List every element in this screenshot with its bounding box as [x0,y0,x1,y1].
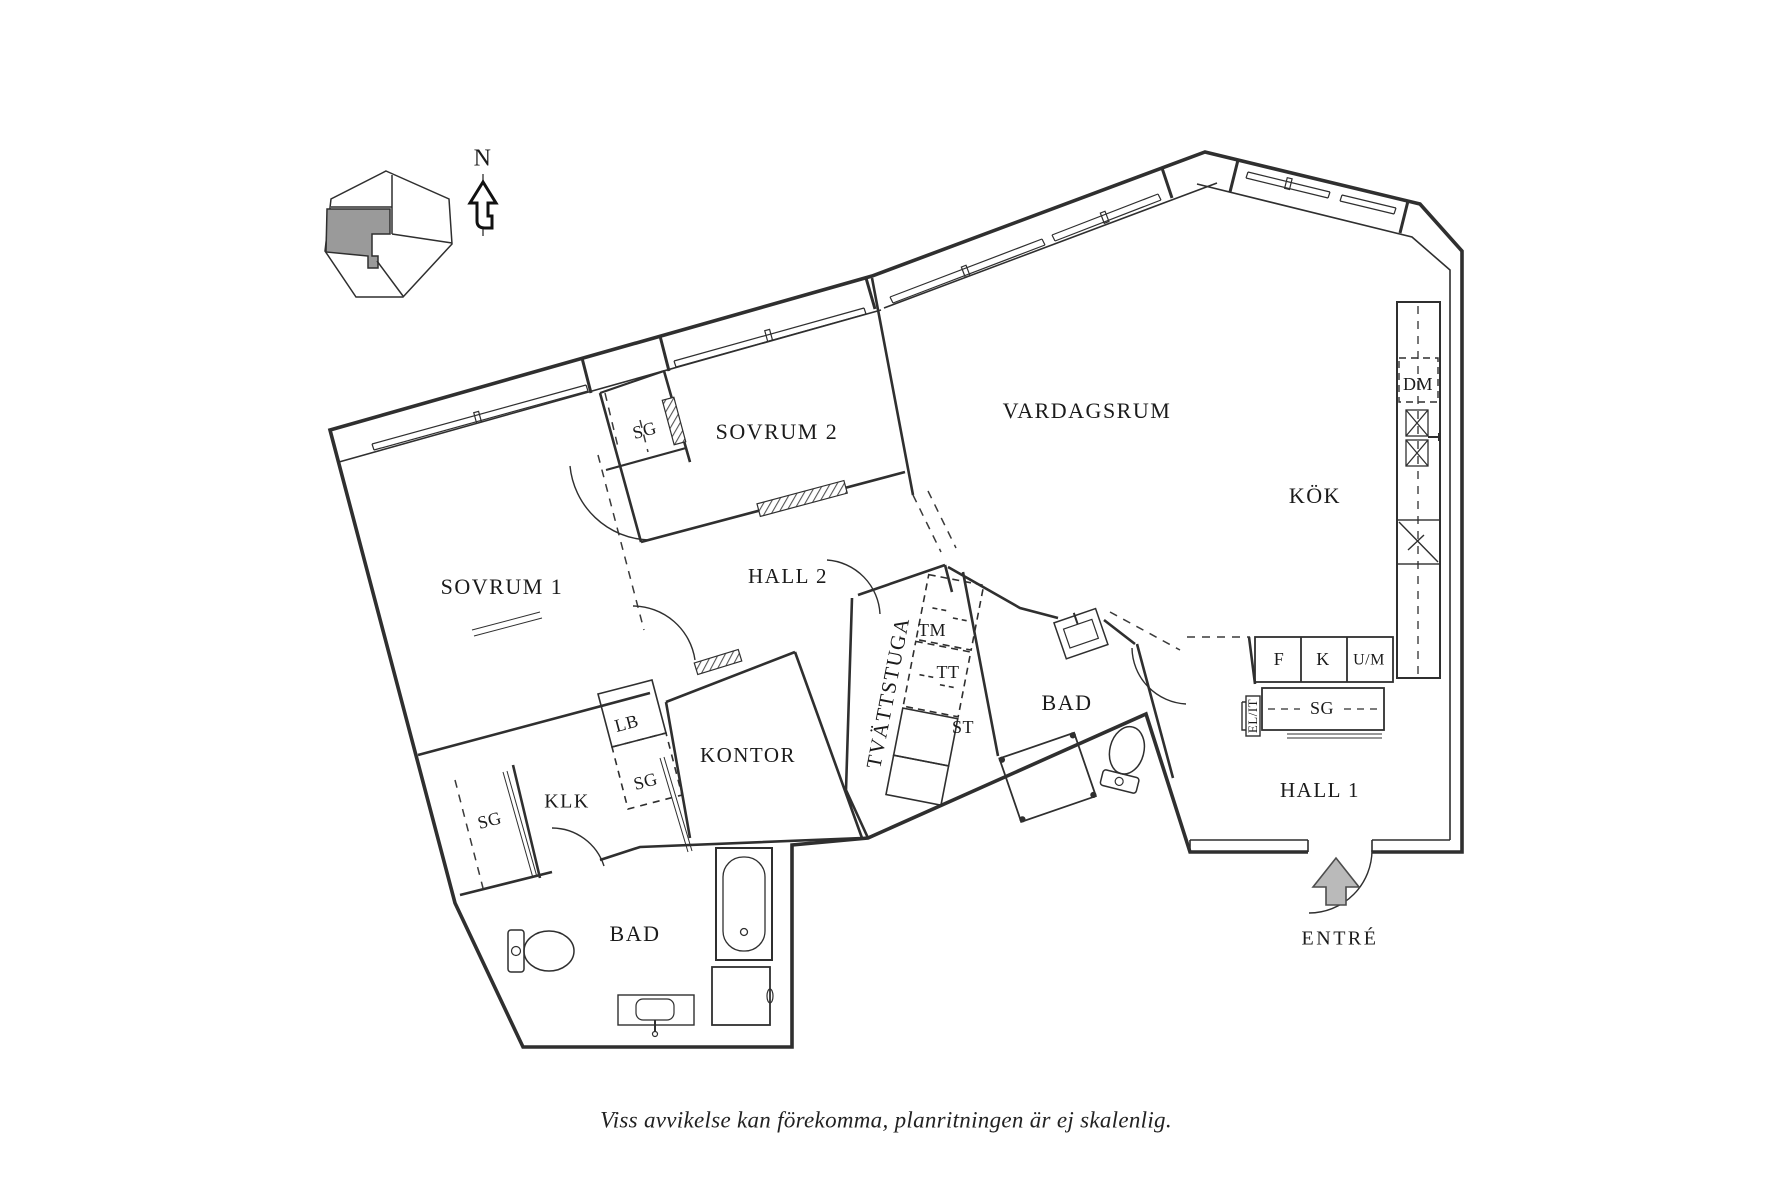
label-k: K [1316,649,1330,669]
label-bad-right: BAD [1042,690,1093,715]
kitchen-counter [1396,301,1441,679]
label-vardagsrum: VARDAGSRUM [1003,398,1172,423]
fkum-cabinets [1254,636,1394,683]
door-arc-bad-left [551,827,605,867]
hall1-wardrobe [1241,687,1385,737]
sliding-door-sg [661,396,687,446]
door-arc-tvattstuga [826,559,881,615]
label-bad-left: BAD [610,921,661,946]
label-sg-klk-left: SG [475,807,503,833]
site-dividers [331,175,453,297]
window-vardagsrum-left-1 [889,238,1046,304]
windows [371,171,1397,451]
window-sovrum1 [371,384,589,451]
wardrobe-front-lines [471,611,1382,879]
label-sg-klk-right: SG [631,768,659,794]
fkum-dividers [1300,637,1348,682]
window-vardagsrum-right-2 [1339,194,1397,215]
label-um: U/M [1353,652,1385,669]
compass-north-label: N [474,146,493,172]
bath-right-fixtures [998,607,1146,823]
sg-hall1-box [1261,687,1385,731]
label-tm: TM [918,620,946,640]
label-sg-hall1: SG [1310,698,1334,718]
fkum-outline [1254,636,1394,683]
label-lb: LB [612,710,640,736]
toilet-left-icon [507,929,575,973]
bathtub-icon [715,847,773,961]
exterior-wall-outline [327,150,1464,1049]
site-outline [324,170,453,298]
site-unit-highlight [325,208,391,269]
footer-disclaimer: Viss avvikelse kan förekomma, planritnin… [600,1107,1172,1132]
north-arrow-icon [467,179,499,230]
bath-left-fixtures [507,847,774,1038]
label-f: F [1274,649,1285,669]
dashed-openings [454,392,1250,889]
door-arcs [551,465,1373,914]
sg-top-closet-walls [599,369,692,472]
compass: N [467,146,499,236]
label-kontor: KONTOR [700,743,796,767]
door-arc-bad-right [1131,647,1187,705]
label-hall1: HALL 1 [1280,778,1360,802]
door-arc-entry [1308,849,1373,914]
label-kok: KÖK [1289,483,1341,508]
counter-outline [1396,301,1441,679]
sliding-doors [661,396,849,676]
sliding-door-kontor [693,648,743,676]
room-labels: SOVRUM 1 SOVRUM 2 SG HALL 2 VARDAGSRUM K… [441,374,1433,949]
door-arc-sovrum1 [569,465,649,541]
dishwasher-box [1398,357,1439,403]
window-sovrum2 [673,307,867,368]
stove-icon [1396,519,1441,565]
site-plan-minimap [324,170,453,298]
label-entre: ENTRÉ [1302,927,1379,950]
el-it-bracket [1241,701,1246,731]
label-st: ST [952,717,974,737]
window-vardagsrum-left-2 [1051,193,1162,242]
label-tvattstuga: TVÄTTSTUGA [861,615,914,771]
label-dm: DM [1403,374,1433,394]
entry-marker [1311,856,1361,906]
door-arc-kontor [632,605,696,661]
entry-arrow-icon [1311,856,1361,906]
sliding-door-sovrum2 [756,479,849,518]
laundry-column [885,573,985,807]
label-sovrum1: SOVRUM 1 [441,574,564,599]
washbasin-right-icon [1053,607,1109,660]
washbasin-left-icon [617,994,695,1038]
label-klk: KLK [544,791,590,813]
label-sovrum2: SOVRUM 2 [716,419,839,444]
tm-washer-box [915,573,985,652]
label-el-it: EL/IT [1245,699,1260,733]
shower-left-icon [711,966,774,1026]
tt-dryer-box [902,640,972,718]
kitchen-sink-icon [1405,409,1440,467]
label-hall2: HALL 2 [748,564,828,588]
sg-closet-right [611,732,683,810]
shower-right-icon [998,731,1098,823]
klk-closets [597,679,683,810]
label-tt: TT [937,662,960,682]
toilet-right-icon [1099,725,1146,794]
exterior-wall-inner-lines [338,182,1451,852]
el-it-box [1245,695,1261,737]
label-sg-sovrum2: SG [630,417,658,443]
wall-piers [580,159,1410,394]
laundry-box-marks [919,607,967,689]
window-vardagsrum-right-1 [1245,171,1331,199]
laundry-extra-box [885,754,950,807]
